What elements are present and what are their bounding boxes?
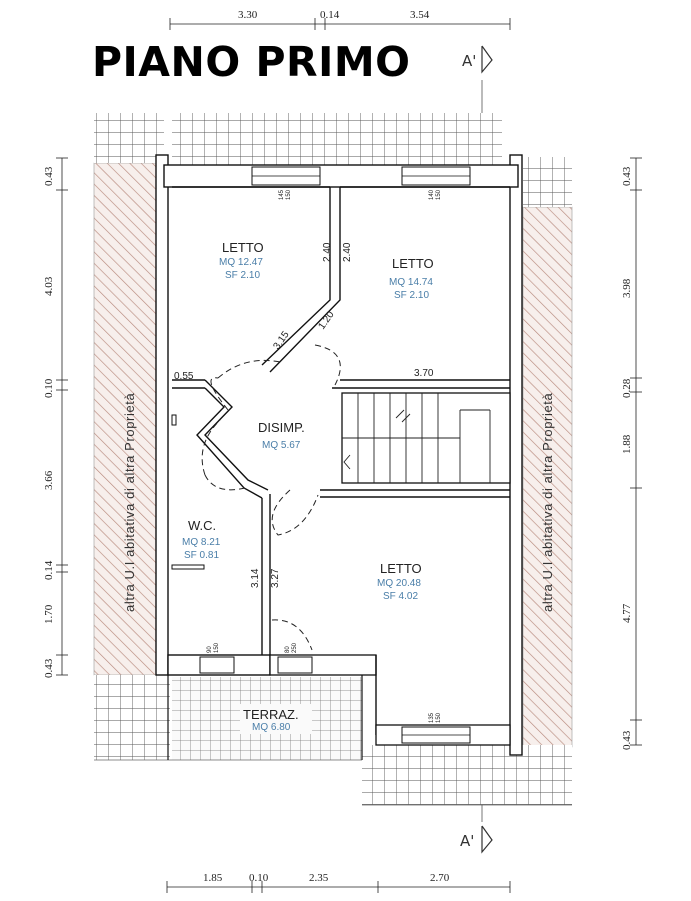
right-dim: 4.77 bbox=[621, 603, 633, 623]
window-label: 150 bbox=[436, 189, 442, 200]
svg-text:MQ 20.48: MQ 20.48 bbox=[377, 578, 421, 589]
room-bedroom-2: LETTO MQ 14.74 SF 2.10 bbox=[389, 256, 434, 301]
left-dim: 1.70 bbox=[43, 604, 55, 624]
dim-314: 3.14 bbox=[250, 568, 261, 588]
svg-text:MQ 8.21: MQ 8.21 bbox=[182, 537, 221, 548]
window-label: 250 bbox=[292, 642, 298, 653]
dim-370: 3.70 bbox=[414, 368, 434, 379]
svg-text:DISIMP.: DISIMP. bbox=[258, 420, 305, 435]
window-label: 150 bbox=[286, 189, 292, 200]
section-marker-bottom: A' bbox=[460, 805, 493, 854]
right-dim: 0.43 bbox=[621, 730, 633, 750]
dimension-lines bbox=[56, 18, 642, 893]
door-swings bbox=[201, 344, 341, 651]
right-dim: 0.28 bbox=[621, 378, 633, 398]
svg-text:A': A' bbox=[462, 52, 476, 70]
stairs bbox=[342, 393, 491, 483]
section-marker-top: A' bbox=[462, 45, 493, 113]
walls bbox=[155, 154, 523, 760]
left-dim: 0.14 bbox=[43, 560, 55, 580]
window-label: 150 bbox=[436, 712, 442, 723]
left-dim: 0.43 bbox=[43, 658, 55, 678]
top-dim: 0.14 bbox=[320, 9, 340, 21]
roof-bottom-right bbox=[362, 745, 572, 805]
svg-text:TERRAZ.: TERRAZ. bbox=[243, 707, 299, 722]
svg-text:MQ 14.74: MQ 14.74 bbox=[389, 277, 433, 288]
dim-327: 3.27 bbox=[270, 568, 281, 588]
svg-text:LETTO: LETTO bbox=[222, 240, 264, 255]
svg-text:W.C.: W.C. bbox=[188, 518, 216, 533]
svg-text:MQ 5.67: MQ 5.67 bbox=[262, 440, 301, 451]
left-dim: 3.66 bbox=[43, 470, 55, 490]
room-terrace: TERRAZ. MQ 6.80 bbox=[240, 704, 312, 734]
room-hallway: DISIMP. MQ 5.67 bbox=[258, 420, 305, 451]
roof-bottom-left bbox=[94, 675, 170, 760]
window-label: 140 bbox=[429, 189, 435, 200]
window-label: 150 bbox=[214, 642, 220, 653]
top-dim: 3.30 bbox=[238, 9, 258, 21]
window-label: 145 bbox=[279, 189, 285, 200]
window-label: 80 bbox=[285, 646, 291, 653]
dim-wall-240-left: 2.40 bbox=[322, 242, 333, 262]
dim-wall-240-right: 2.40 bbox=[342, 242, 353, 262]
neighbor-label-right: altra U.I abitativa di altra Proprietà bbox=[540, 392, 555, 612]
right-dim: 0.43 bbox=[621, 166, 633, 186]
room-bedroom-3: LETTO MQ 20.48 SF 4.02 bbox=[377, 561, 422, 602]
roof-top bbox=[172, 113, 502, 165]
right-dim: 3.98 bbox=[621, 278, 633, 298]
roof-top-right bbox=[523, 157, 572, 207]
page-title: PIANO PRIMO bbox=[92, 38, 411, 86]
dim-diag-315: 3.15 bbox=[271, 329, 291, 352]
left-dim: 0.43 bbox=[43, 166, 55, 186]
top-dim: 3.54 bbox=[410, 9, 430, 21]
neighbor-label-left: altra U.I abitativa di altra Proprietà bbox=[122, 392, 137, 612]
room-bedroom-1: LETTO MQ 12.47 SF 2.10 bbox=[219, 240, 264, 281]
neighbor-strip-left bbox=[93, 162, 157, 676]
bottom-dim: 0.10 bbox=[249, 872, 269, 884]
svg-text:SF 4.02: SF 4.02 bbox=[383, 591, 418, 602]
bottom-dim: 2.35 bbox=[309, 872, 329, 884]
svg-text:SF 2.10: SF 2.10 bbox=[225, 270, 260, 281]
dim-055: 0.55 bbox=[174, 371, 194, 382]
svg-text:LETTO: LETTO bbox=[392, 256, 434, 271]
bottom-dim: 2.70 bbox=[430, 872, 450, 884]
window-label: 135 bbox=[429, 712, 435, 723]
dim-diag-120: 1.20 bbox=[316, 309, 336, 332]
room-wc: W.C. MQ 8.21 SF 0.81 bbox=[182, 518, 221, 561]
svg-text:A': A' bbox=[460, 832, 474, 850]
neighbor-strip-right bbox=[522, 206, 573, 748]
right-dim: 1.88 bbox=[621, 434, 633, 454]
left-dim: 4.03 bbox=[43, 276, 55, 296]
svg-text:MQ 12.47: MQ 12.47 bbox=[219, 257, 263, 268]
svg-text:SF 0.81: SF 0.81 bbox=[184, 550, 219, 561]
window-label: 90 bbox=[207, 646, 213, 653]
svg-text:SF 2.10: SF 2.10 bbox=[394, 290, 429, 301]
svg-text:LETTO: LETTO bbox=[380, 561, 422, 576]
bottom-dim: 1.85 bbox=[203, 872, 223, 884]
svg-text:MQ 6.80: MQ 6.80 bbox=[252, 722, 291, 733]
roof-top-left bbox=[94, 113, 164, 163]
left-dim: 0.10 bbox=[43, 378, 55, 398]
